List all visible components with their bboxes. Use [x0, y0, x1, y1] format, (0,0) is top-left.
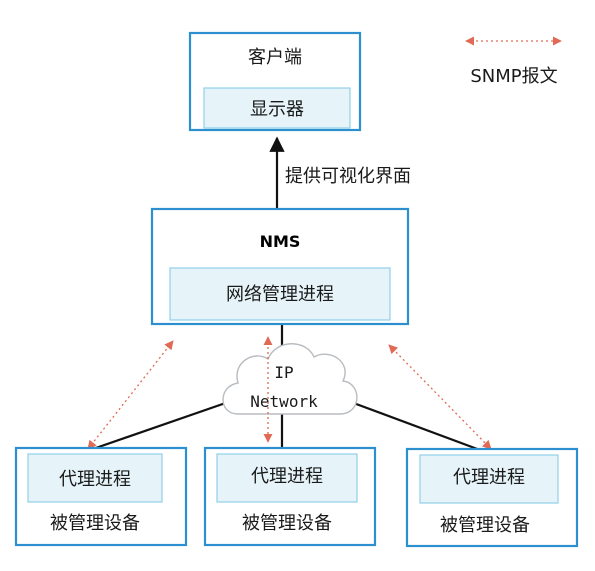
nms-title: NMS [260, 232, 301, 251]
display-label: 显示器 [250, 99, 304, 120]
visualization-label: 提供可视化界面 [285, 166, 411, 187]
managed-device-1: 代理进程 被管理设备 [14, 446, 188, 547]
client-node: 客户端 显示器 [188, 31, 362, 132]
agent-process-label: 代理进程 [453, 467, 525, 488]
managed-device-2: 代理进程 被管理设备 [203, 446, 377, 547]
nms-node: NMS 网络管理进程 [150, 207, 410, 326]
display-box [203, 87, 351, 129]
legend-label: SNMP报文 [470, 66, 557, 87]
agent-process-label: 代理进程 [59, 469, 131, 490]
agent-process-box [419, 454, 559, 504]
nms-process-box [169, 267, 391, 321]
cloud-shape [222, 343, 358, 415]
snmp-arrow-device1 [87, 340, 174, 450]
network-line2: Network [250, 392, 318, 411]
device-label: 被管理设备 [50, 513, 140, 534]
nms-process-label: 网络管理进程 [226, 284, 334, 305]
client-title: 客户端 [248, 47, 302, 68]
managed-device-3: 代理进程 被管理设备 [405, 447, 579, 548]
ip-network-cloud: IP Network [222, 343, 358, 415]
agent-process-box [216, 453, 358, 503]
link-device1-network [89, 396, 241, 452]
legend: SNMP报文 [465, 36, 562, 87]
network-line1: IP [274, 363, 293, 382]
agent-process-label: 代理进程 [251, 466, 323, 487]
link-device3-network [339, 396, 481, 452]
agent-process-box [27, 453, 163, 503]
snmp-arrow-device3 [388, 344, 492, 450]
device-label: 被管理设备 [440, 515, 530, 536]
device-label: 被管理设备 [242, 513, 332, 534]
